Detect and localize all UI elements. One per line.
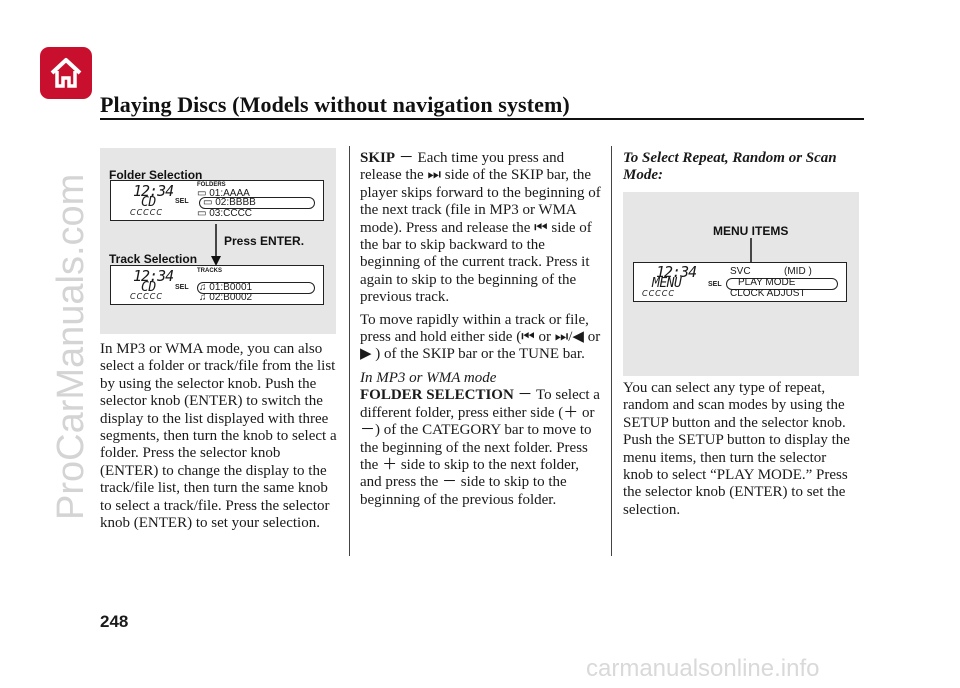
lcd-folders: 12:34 CD CCCCC SEL FOLDERS ▭ 01:AAAA ▭ 0…	[110, 180, 324, 221]
lcd-tracks: 12:34 CD CCCCC SEL TRACKS ♫ 01:B0001 ♫ 0…	[110, 265, 324, 305]
skip-paragraph: SKIP － Each time you press and release t…	[360, 150, 604, 307]
page-title: Playing Discs (Models without navigation…	[100, 92, 570, 117]
repeat-random-heading: To Select Repeat, Random or Scan Mode:	[623, 150, 837, 184]
lcd-indicators: CCCCC	[130, 292, 163, 301]
menu-item: SVC	[730, 266, 751, 277]
watermark-bottom: carmanualsonline.info	[586, 655, 820, 682]
skip-text-a: Each time you press and release the	[360, 150, 565, 184]
lcd-mode: CD	[141, 195, 156, 210]
column-2-text: SKIP － Each time you press and release t…	[360, 150, 604, 509]
or-text: or	[538, 329, 551, 346]
lcd-mode: CD	[141, 280, 156, 295]
tune-left-icon: ◀	[572, 329, 584, 346]
selector-knob-paragraph: In MP3 or WMA mode, you can also select …	[100, 341, 337, 532]
folder-selection-paragraph: FOLDER SELECTION － To select a different…	[360, 387, 604, 509]
folder-item-selected: ▭ 02:BBBB	[203, 197, 256, 208]
press-enter-label: Press ENTER.	[224, 234, 305, 248]
setup-paragraph: You can select any type of repeat, rando…	[623, 380, 850, 518]
lcd-clock: 12:34	[133, 267, 174, 285]
rapid-text-b: ) of the SKIP bar or the TUNE bar.	[375, 346, 585, 363]
sel-indicator: SEL	[708, 281, 722, 288]
skip-forward-icon: ⏭	[427, 167, 441, 184]
home-button[interactable]	[40, 47, 92, 99]
folder-track-figure: Folder Selection Track Selection Press E…	[100, 148, 336, 334]
rapid-paragraph: To move rapidly within a track or file, …	[360, 312, 604, 364]
lcd-indicators: CCCCC	[642, 289, 675, 298]
slash: /	[568, 329, 573, 346]
watermark-side: ProCarManuals.com	[50, 173, 92, 520]
menu-items-label: MENU ITEMS	[713, 224, 789, 238]
folder-item: ▭ 03:CCCC	[197, 208, 253, 219]
column-3-text: You can select any type of repeat, rando…	[623, 380, 859, 519]
or-text: or	[587, 329, 601, 346]
skip-text-c: side of the bar to skip backward to the …	[360, 219, 592, 306]
selection-highlight	[199, 197, 315, 209]
sel-indicator: SEL	[175, 198, 189, 205]
lcd-menu: 12:34 MENU CCCCC SEL SVC (MID ) PLAY MOD…	[633, 262, 847, 302]
sel-indicator: SEL	[175, 284, 189, 291]
selection-highlight	[197, 282, 315, 294]
home-icon	[50, 58, 82, 88]
lcd-clock: 12:34	[656, 263, 697, 281]
lcd-mode: MENU	[652, 276, 682, 291]
track-item-selected: ♫ 01:B0001	[199, 282, 253, 293]
menu-item-sub: (MID )	[784, 266, 812, 277]
lcd-indicators: CCCCC	[130, 208, 163, 217]
header-rule	[100, 118, 864, 120]
rapid-text-a: To move rapidly within a track or file, …	[360, 311, 589, 346]
tune-right-icon: ▶	[360, 346, 372, 363]
lcd-clock: 12:34	[133, 182, 174, 200]
skip-forward-icon: ⏭	[554, 329, 569, 346]
menu-item-selected: PLAY MODE	[738, 277, 796, 288]
menu-item: CLOCK ADJUST	[730, 288, 806, 299]
tracks-header: TRACKS	[197, 268, 222, 274]
folder-item: ▭ 01:AAAA	[197, 188, 250, 199]
track-item: ♫ 02:B0002	[199, 292, 253, 303]
selection-highlight	[726, 278, 838, 290]
page-number: 248	[100, 612, 129, 631]
folders-header: FOLDERS	[197, 182, 226, 188]
column-1-text: In MP3 or WMA mode, you can also select …	[100, 341, 338, 532]
track-selection-label: Track Selection	[109, 252, 198, 266]
skip-term: SKIP	[360, 150, 396, 166]
down-arrow-icon	[211, 224, 221, 266]
menu-items-figure: MENU ITEMS 12:34 MENU CCCCC SEL SVC (MID…	[623, 192, 859, 376]
skip-back-icon: ⏮	[521, 329, 535, 346]
dash: －	[517, 387, 533, 404]
skip-text-b: side of the SKIP bar, the player skips f…	[360, 167, 601, 236]
column-divider	[611, 146, 612, 556]
folder-selection-label: Folder Selection	[109, 168, 203, 182]
column-divider	[349, 146, 350, 556]
dash: －	[398, 150, 414, 166]
skip-back-icon: ⏮	[534, 219, 548, 236]
folder-selection-term: FOLDER SELECTION	[360, 387, 514, 404]
mp3-heading: In MP3 or WMA mode	[360, 369, 497, 386]
folder-selection-text: To select a different folder, press eith…	[360, 387, 600, 508]
